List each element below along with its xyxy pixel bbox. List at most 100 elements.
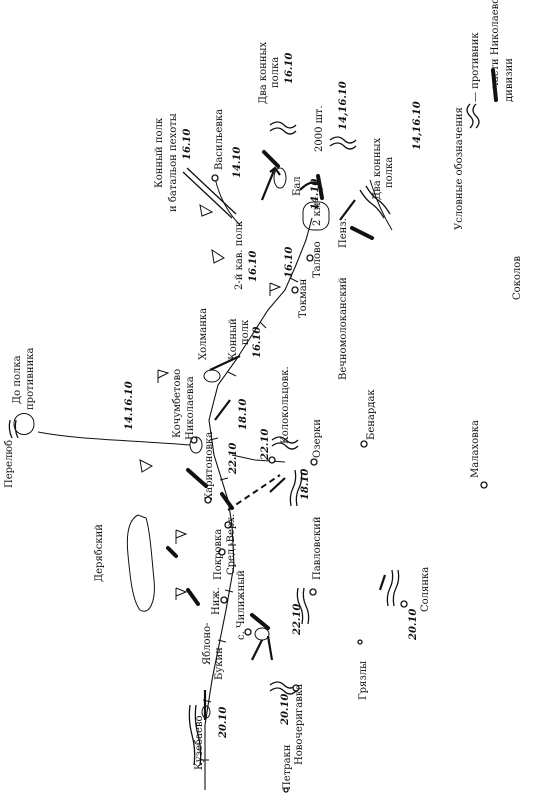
flag-tokman xyxy=(269,282,282,296)
date-18-10-kolok: 18.10 xyxy=(238,399,249,430)
date-20-10-kuzebaevo: 20.10 xyxy=(218,707,229,739)
place-benardaki: Бенардак xyxy=(366,389,377,440)
place-talovoe: Талово xyxy=(312,241,323,278)
place-petrakn: Петракн xyxy=(282,744,293,790)
village-loop-kuzebaevo xyxy=(201,705,211,719)
place-ozerki: Озерки xyxy=(312,419,323,458)
arrow-kholmanka xyxy=(209,355,241,371)
pereloub-loop xyxy=(13,413,35,435)
place-bukin: Букин xyxy=(214,647,225,680)
date-20-10-solyanka: 20.10 xyxy=(408,609,419,641)
place-vechnomolokanskiy: Вечномолоканский xyxy=(338,277,349,380)
enemy-symbol-konnyy xyxy=(182,167,237,219)
date-14-16-10-a: 14.16.10 xyxy=(124,381,135,430)
place-deryabskiy: Дерябский xyxy=(94,524,105,582)
arrow-kochum xyxy=(214,399,231,421)
unit-dva-konnykh-top-2: полка xyxy=(270,57,281,88)
enemy-symbol-ozerki xyxy=(289,469,303,507)
ours-unit-sred xyxy=(166,546,178,558)
flag-2kav xyxy=(211,248,225,264)
dot-pokrovka xyxy=(218,548,226,556)
date-14-16-10-2000: 14,16.10 xyxy=(338,81,349,130)
unit-2000: 2000 шт. xyxy=(314,105,325,152)
place-kolokoltsovka: Колокольцовк. xyxy=(280,366,291,444)
unit-konnyy-batalon-1: Конный полк xyxy=(154,117,165,188)
place-solyanka: Солянка xyxy=(420,567,431,612)
unit-do-polka-2: противника xyxy=(25,348,36,410)
date-18-10-ozerki: 18.10 xyxy=(300,469,311,500)
place-sokolov: Соколов xyxy=(512,256,523,300)
place-nikolaevka: Николаевка xyxy=(185,376,196,440)
enemy-symbol-top xyxy=(269,121,297,135)
place-kharitonovka: Харитоновка xyxy=(204,432,215,500)
dot-vasilevka xyxy=(211,174,219,182)
dot-malakhovka xyxy=(480,481,488,489)
unit-2-kav: 2-й кав. полк xyxy=(234,220,245,290)
dot-benardaki xyxy=(360,440,368,448)
place-pokrovka: Покровка xyxy=(213,529,224,580)
enemy-symbol-2000 xyxy=(329,136,357,150)
dot-nizh xyxy=(220,596,228,604)
dot-talovoe xyxy=(306,254,314,262)
arrow-north-vasilevka xyxy=(260,166,281,201)
legend-ours-label-2: дивизии xyxy=(504,58,515,102)
river-right xyxy=(369,179,393,231)
date-20-10-novochar: 20.10 xyxy=(280,694,291,726)
place-kuzebaevo: Кузебаево xyxy=(194,715,205,770)
dot-solyanka xyxy=(400,600,408,608)
road-vasilevka xyxy=(214,177,241,226)
ours-unit-top xyxy=(262,150,280,168)
railway-ticks xyxy=(201,277,299,761)
ours-unit-kharitonovka xyxy=(220,492,234,510)
place-penz: Пенз. xyxy=(338,218,349,248)
date-16-10-konnyy: 16.10 xyxy=(182,129,193,160)
ours-unit-nizh xyxy=(186,588,200,606)
dot-gryazly xyxy=(357,639,363,645)
dot-ozerki xyxy=(310,458,318,466)
dot-sred xyxy=(224,521,232,529)
arrow-solyanka xyxy=(378,574,387,591)
place-vasilevka: Васильевка xyxy=(214,109,225,170)
date-14-16-10-right: 14,16.10 xyxy=(412,101,423,150)
unit-konnyy-batalon-2: и батальон пехоты xyxy=(168,113,179,212)
date-16-10-2kav: 16.10 xyxy=(248,251,259,282)
place-gryazly: Грязлы xyxy=(358,661,369,700)
unit-dva-konnykh-right-2: полка xyxy=(384,157,395,188)
enemy-symbol-novocherigovka xyxy=(269,681,297,695)
ours-unit-kochum xyxy=(186,468,208,488)
flag-konnyy xyxy=(199,204,214,217)
place-s-chilizhny: с. Чилижный xyxy=(236,570,247,640)
place-kholmanka: Холманка xyxy=(198,308,209,360)
enemy-symbol-left-polk xyxy=(271,436,299,450)
flag-kochum xyxy=(157,369,170,383)
place-pereloub: Перелюб xyxy=(4,440,15,488)
date-14-10-vasilevka: 14.10 xyxy=(232,147,243,178)
arrow-bukin xyxy=(251,639,263,661)
dot-chilizhny xyxy=(244,628,252,636)
place-kochumbetovo: Кочумбетово xyxy=(172,369,183,438)
arrow-penz xyxy=(339,199,356,221)
arrow-chilizhny xyxy=(266,635,274,661)
place-novocherigovka: Новочеригавка xyxy=(294,684,305,765)
unit-konnyy-1: Конный xyxy=(228,318,239,360)
dot-pavlovskiy xyxy=(309,588,317,596)
deryabskiy-shape xyxy=(126,514,155,612)
unit-do-polka-1: До полка xyxy=(12,355,23,404)
village-loop-kholmanka xyxy=(203,369,221,383)
date-14-10-bal: 14.10 xyxy=(310,179,321,210)
dot-petrakn xyxy=(283,787,289,793)
flag-left-1 xyxy=(175,529,188,544)
unit-konnyy-2: полк xyxy=(240,319,251,345)
dot-kharit xyxy=(204,496,212,504)
legend-ours-symbol xyxy=(491,68,498,102)
railway-line xyxy=(204,217,313,790)
place-bal: Бал xyxy=(292,176,303,196)
enemy-symbol-right xyxy=(359,185,391,219)
legend-title: Условные обозначения xyxy=(454,107,465,230)
ours-unit-penz xyxy=(350,226,374,240)
arrow-dashed xyxy=(227,474,281,511)
dot-tokman xyxy=(291,286,299,294)
date-16-10-top: 16.10 xyxy=(284,53,295,84)
legend-ours-label-1: — части Николаевской xyxy=(490,0,501,102)
